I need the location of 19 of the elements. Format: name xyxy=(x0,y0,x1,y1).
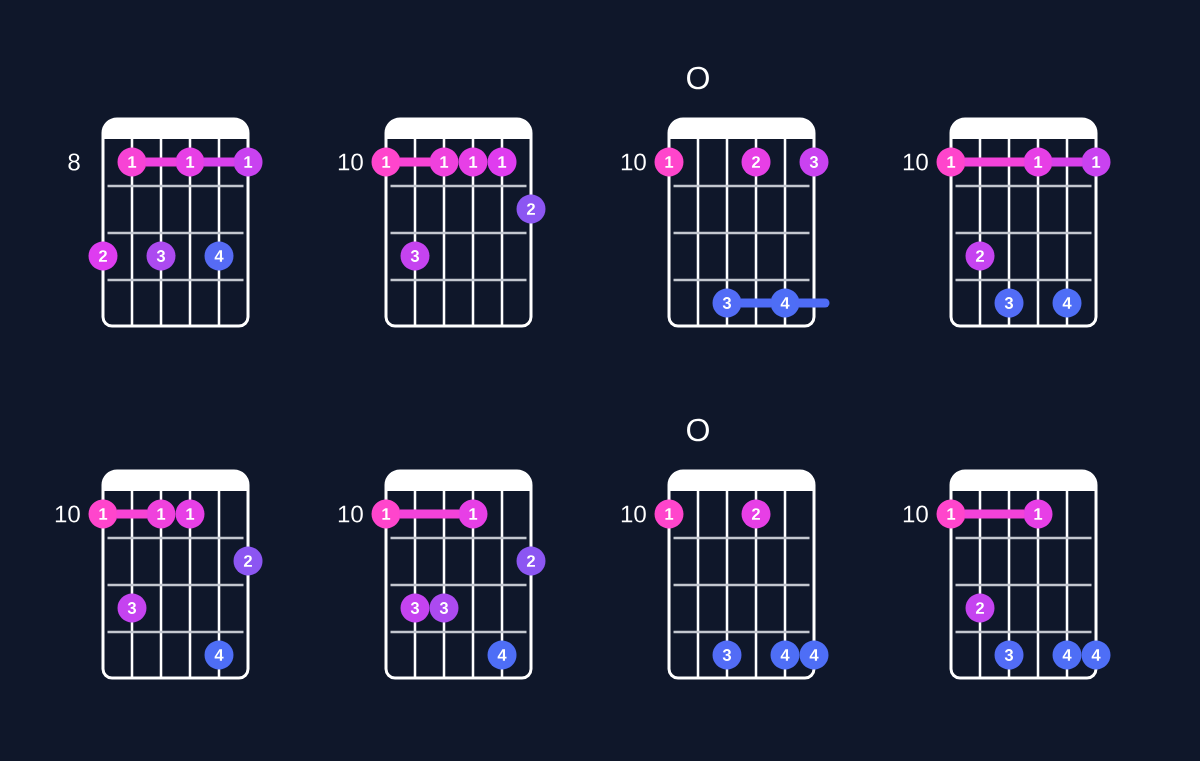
barre-line xyxy=(116,509,148,519)
barre-line xyxy=(740,298,772,308)
fretboard xyxy=(384,117,533,328)
barre-line xyxy=(795,298,830,308)
barre-line xyxy=(399,509,460,519)
barre-line xyxy=(399,157,431,167)
fretboard xyxy=(384,469,533,680)
fretboard xyxy=(101,469,250,680)
barre-line xyxy=(964,509,1025,519)
barre-line xyxy=(964,157,1025,167)
fret-number: 10 xyxy=(338,153,363,171)
barre-line xyxy=(1051,157,1083,167)
open-string-mark: O xyxy=(687,66,709,90)
barre-line xyxy=(145,157,177,167)
fret-number: 8 xyxy=(68,153,80,171)
fret-number: 10 xyxy=(55,505,80,523)
barre-line xyxy=(203,157,235,167)
open-string-mark: O xyxy=(687,418,709,442)
fretboard xyxy=(667,117,816,328)
